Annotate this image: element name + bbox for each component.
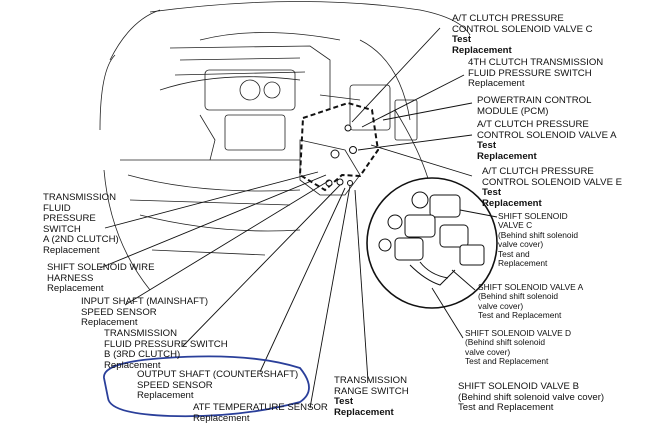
- label-line: Replacement: [482, 197, 542, 209]
- label-line: A/T CLUTCH PRESSURE: [452, 13, 564, 24]
- label-line: Test and Replacement: [465, 356, 549, 367]
- label-wire-harness: SHIFT SOLENOID WIRE HARNESS Replacement: [47, 262, 155, 295]
- label-line: Replacement: [452, 44, 512, 56]
- label-line: RANGE SWITCH: [334, 385, 409, 397]
- label-line: TRANSMISSION: [43, 192, 117, 203]
- label-line: SHIFT SOLENOID VALVE A: [478, 282, 584, 292]
- label-input-shaft-sensor: INPUT SHAFT (MAINSHAFT) SPEED SENSOR Rep…: [81, 296, 209, 329]
- label-line: OUTPUT SHAFT (COUNTERSHAFT): [137, 369, 299, 380]
- label-line: A (2ND CLUTCH): [43, 234, 119, 246]
- label-line: Test: [452, 34, 472, 46]
- label-line: Replacement: [334, 406, 394, 418]
- label-line: HARNESS: [47, 272, 94, 284]
- label-line: Replacement: [104, 359, 161, 371]
- label-line: Replacement: [81, 317, 138, 329]
- label-line: Replacement: [43, 244, 100, 256]
- label-shift-solenoid-a: SHIFT SOLENOID VALVE A (Behind shift sol…: [478, 282, 584, 321]
- label-line: valve cover): [498, 239, 544, 250]
- label-shift-solenoid-d: SHIFT SOLENOID VALVE D (Behind shift sol…: [465, 328, 572, 367]
- label-line: SHIFT SOLENOID WIRE: [47, 262, 155, 273]
- label-line: Replacement: [193, 412, 250, 424]
- label-line: Replacement: [498, 258, 548, 269]
- label-line: SHIFT SOLENOID VALVE D: [465, 328, 572, 338]
- label-line: CONTROL SOLENOID VALVE E: [482, 176, 623, 188]
- label-line: B (3RD CLUTCH): [104, 349, 181, 361]
- label-line: POWERTRAIN CONTROL: [477, 95, 592, 106]
- label-line: Replacement: [477, 150, 537, 162]
- label-shift-solenoid-c: SHIFT SOLENOID VALVE C (Behind shift sol…: [498, 211, 579, 269]
- label-line: Replacement: [137, 390, 194, 402]
- label-line: Test and: [498, 248, 530, 259]
- label-line: SPEED SENSOR: [137, 379, 213, 391]
- label-line: CONTROL SOLENOID VALVE C: [452, 23, 593, 35]
- label-line: ATF TEMPERATURE SENSOR: [193, 402, 328, 413]
- label-clutch-solenoid-e: A/T CLUTCH PRESSURE CONTROL SOLENOID VAL…: [482, 166, 623, 209]
- label-shift-solenoid-b: SHIFT SOLENOID VALVE B (Behind shift sol…: [458, 381, 605, 414]
- label-line: Test: [482, 187, 502, 199]
- label-line: Test: [334, 396, 354, 408]
- leader-lines: [99, 27, 498, 409]
- label-line: A/T CLUTCH PRESSURE: [477, 119, 589, 130]
- label-line: Test: [477, 140, 497, 152]
- label-line: FLUID PRESSURE SWITCH: [104, 338, 228, 350]
- label-line: INPUT SHAFT (MAINSHAFT): [81, 296, 209, 307]
- label-line: valve cover): [465, 346, 511, 357]
- label-line: (Behind shift solenoid: [465, 337, 546, 348]
- label-pcm: POWERTRAIN CONTROL MODULE (PCM): [477, 95, 592, 117]
- label-line: Replacement: [47, 283, 104, 295]
- label-line: FLUID: [43, 202, 71, 214]
- label-line: PRESSURE: [43, 213, 96, 225]
- label-line: MODULE (PCM): [477, 105, 549, 117]
- label-line: Test and Replacement: [458, 402, 554, 414]
- label-line: FLUID PRESSURE SWITCH: [468, 67, 592, 79]
- label-line: TRANSMISSION: [334, 375, 408, 386]
- label-line: VALVE C: [498, 220, 533, 231]
- car-outline: [99, 1, 471, 291]
- label-clutch-solenoid-c: A/T CLUTCH PRESSURE CONTROL SOLENOID VAL…: [452, 13, 593, 56]
- label-line: A/T CLUTCH PRESSURE: [482, 166, 594, 177]
- solenoid-cluster: [378, 191, 485, 286]
- label-line: Test and Replacement: [478, 310, 562, 321]
- label-range-switch: TRANSMISSION RANGE SWITCH Test Replaceme…: [334, 375, 409, 418]
- label-line: (Behind shift solenoid: [498, 229, 579, 240]
- label-trans-switch-a: TRANSMISSION FLUID PRESSURE SWITCH A (2N…: [43, 192, 119, 257]
- label-line: CONTROL SOLENOID VALVE A: [477, 129, 617, 141]
- label-line: (Behind shift solenoid: [478, 291, 559, 302]
- label-line: SWITCH: [43, 223, 81, 235]
- transmission-outline: [298, 101, 380, 192]
- label-trans-switch-b: TRANSMISSION FLUID PRESSURE SWITCH B (3R…: [104, 328, 228, 371]
- label-output-shaft-sensor: OUTPUT SHAFT (COUNTERSHAFT) SPEED SENSOR…: [137, 369, 299, 402]
- label-line: SHIFT SOLENOID: [498, 211, 568, 221]
- handdrawn-highlight: [103, 355, 310, 418]
- label-line: 4TH CLUTCH TRANSMISSION: [468, 57, 604, 68]
- label-clutch-solenoid-a: A/T CLUTCH PRESSURE CONTROL SOLENOID VAL…: [477, 119, 617, 162]
- label-atf-temp-sensor: ATF TEMPERATURE SENSOR Replacement: [193, 402, 328, 424]
- transmission-parts: [325, 124, 357, 187]
- label-line: TRANSMISSION: [104, 328, 178, 339]
- label-line: (Behind shift solenoid valve cover): [458, 391, 605, 403]
- label-line: valve cover): [478, 300, 524, 311]
- label-line: SPEED SENSOR: [81, 306, 157, 318]
- label-4th-clutch-switch: 4TH CLUTCH TRANSMISSION FLUID PRESSURE S…: [468, 57, 604, 90]
- label-line: SHIFT SOLENOID VALVE B: [458, 381, 580, 392]
- label-line: Replacement: [468, 78, 525, 90]
